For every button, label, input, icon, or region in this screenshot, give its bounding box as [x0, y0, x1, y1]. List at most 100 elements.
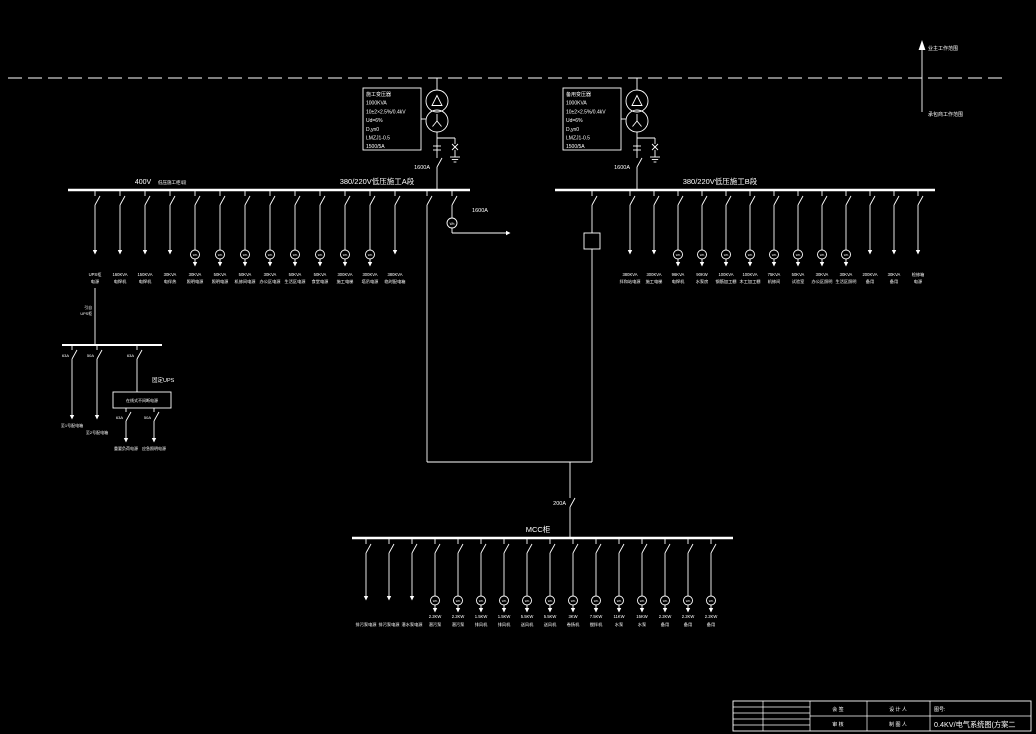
feeder-name-label: 试验室 — [792, 278, 805, 285]
feeder-name-label: 照明电源 — [212, 278, 230, 285]
delta-winding-icon — [631, 94, 643, 106]
kwh-meter-glyph: Wh — [343, 253, 348, 257]
feeder-rating-label: 50KVA — [314, 272, 327, 277]
load-arrow-icon — [723, 262, 729, 267]
kwh-meter-glyph: Wh — [594, 599, 599, 603]
kwh-meter-glyph: Wh — [796, 253, 801, 257]
load-arrow-icon — [117, 250, 123, 255]
titleblock-cell: 设 计 人 — [889, 706, 907, 713]
load-arrow-icon — [685, 608, 691, 613]
feeder-rating-label: 30KVA — [840, 272, 853, 277]
feeder-rating-label: 11KW — [613, 614, 624, 619]
load-arrow-icon — [501, 608, 507, 613]
breaker-icon — [219, 195, 226, 206]
ups-output-amp: 50A — [144, 415, 151, 420]
mcc-label: MCC柜 — [526, 524, 551, 534]
bus-b-label: 380/220V低压施工B段 — [683, 176, 758, 186]
breaker-icon — [125, 411, 132, 422]
transformer-primary-winding — [625, 89, 649, 113]
wye-winding-icon — [636, 120, 642, 127]
breaker-icon — [434, 543, 441, 554]
feeder-rating-label: 96KVA — [672, 272, 685, 277]
transformer-spec-line: LMZJ1-0.5 — [566, 136, 590, 142]
breaker-icon — [194, 195, 201, 206]
titleblock-cell: 审 核 — [832, 721, 843, 728]
breaker-icon — [119, 195, 126, 206]
breaker-icon — [244, 195, 251, 206]
ups-output-label: 重要负荷电源 — [114, 445, 138, 451]
bus-a-voltage-label: 400V — [135, 179, 152, 186]
breaker-icon — [641, 543, 648, 554]
feeder-name-label: 备用 — [707, 621, 715, 628]
kwh-meter-glyph: Wh — [548, 599, 553, 603]
ups-output-label: 应急照明电源 — [142, 445, 166, 451]
breaker-icon — [677, 195, 684, 206]
transformer-spec-line: 1000KVA — [566, 101, 587, 107]
feeder-name-label: 卷扬机 — [567, 621, 580, 628]
breaker-icon — [480, 543, 487, 554]
feeder-rating-label: 2.2KW — [682, 614, 695, 619]
breaker-icon — [773, 195, 780, 206]
load-arrow-icon — [392, 250, 398, 255]
feeder-rating-label: 7.5KW — [590, 614, 603, 619]
feeder-rating-label: 30KVA — [264, 272, 277, 277]
kwh-meter-glyph: Wh — [676, 253, 681, 257]
transformer-spec-line: 备用变压器 — [566, 91, 591, 98]
feeder-rating-label: 300KVA — [646, 272, 661, 277]
transformer-spec-line: LMZJ1-0.5 — [366, 136, 390, 142]
kwh-meter-glyph: Wh — [293, 253, 298, 257]
load-arrow-icon — [867, 250, 873, 255]
breaker-icon — [503, 543, 510, 554]
ups-box — [112, 391, 172, 409]
kwh-meter-glyph: Wh — [748, 253, 753, 257]
feeder-rating-label: UPS柜 — [89, 271, 102, 278]
feeder-rating-label: 15KW — [636, 614, 647, 619]
load-arrow-icon — [363, 596, 369, 601]
transformer-spec-line: D,yn0 — [366, 127, 379, 133]
feeder-name-label: 备用 — [890, 278, 898, 285]
breaker-icon — [411, 543, 418, 554]
feeder-name-label: 电伴热 — [164, 278, 177, 285]
load-arrow-icon — [651, 250, 657, 255]
load-arrow-icon — [342, 262, 348, 267]
feeder-rating-label: 50KVA — [792, 272, 805, 277]
load-arrow-icon — [292, 262, 298, 267]
breaker-icon — [572, 543, 579, 554]
feeder-name-label: 机修间电源 — [235, 278, 257, 285]
kwh-meter-glyph: Wh — [193, 253, 198, 257]
breaker-icon — [701, 195, 708, 206]
breaker-icon — [591, 195, 598, 206]
ups-note-line: 引自 — [84, 305, 92, 310]
breaker-icon — [893, 195, 900, 206]
drawing-no-label: 图号: — [934, 707, 945, 713]
feeder-name-label: 排风机 — [498, 621, 511, 628]
load-arrow-icon — [627, 250, 633, 255]
breaker-icon — [269, 195, 276, 206]
load-arrow-icon — [819, 262, 825, 267]
feeder-rating-label: 100KVA — [742, 272, 757, 277]
breaker-icon — [369, 195, 376, 206]
kwh-meter-glyph: Wh — [479, 599, 484, 603]
owner-scope-label: 业主工作范围 — [928, 45, 958, 52]
feeder-rating-label: 2.2KW — [452, 614, 465, 619]
breaker-icon — [687, 543, 694, 554]
breaker-icon — [549, 543, 556, 554]
breaker-icon — [71, 349, 78, 360]
feeder-rating-label: 2.2KW — [659, 614, 672, 619]
transformer-primary-winding — [425, 89, 449, 113]
load-arrow-icon — [547, 608, 553, 613]
breaker-icon — [96, 349, 103, 360]
feeder-name-label: 生活区照明 — [836, 278, 857, 285]
transformer-spec-line: 1500/5A — [566, 144, 585, 150]
breaker-icon — [344, 195, 351, 206]
load-arrow-icon — [386, 596, 392, 601]
load-arrow-icon — [915, 250, 921, 255]
breaker-icon — [436, 157, 443, 168]
feeder-rating-label: 1.5KW — [498, 614, 511, 619]
feeder-name-label: 施工电梯 — [646, 278, 663, 285]
titleblock-cell: 会 签 — [832, 706, 843, 713]
titleblock-cell: 制 图 人 — [889, 721, 907, 728]
transformer-spec-line: D,yn0 — [566, 127, 579, 133]
feeder-rating-label: 50KVA — [214, 272, 227, 277]
